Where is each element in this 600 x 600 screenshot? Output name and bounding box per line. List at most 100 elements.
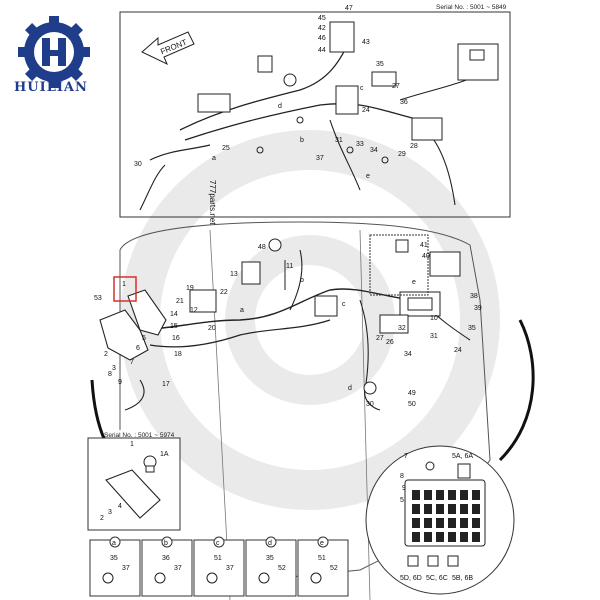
svg-text:46: 46 — [318, 35, 326, 42]
svg-text:37: 37 — [174, 565, 182, 572]
svg-text:5: 5 — [400, 497, 404, 504]
svg-text:30: 30 — [366, 401, 374, 408]
svg-text:34: 34 — [404, 351, 412, 358]
svg-text:13: 13 — [230, 271, 238, 278]
svg-text:51: 51 — [214, 555, 222, 562]
svg-text:c: c — [342, 301, 346, 308]
svg-text:1: 1 — [122, 281, 126, 288]
svg-text:9: 9 — [402, 485, 406, 492]
detail-box-a: a 35 37 — [89, 536, 141, 597]
svg-text:27: 27 — [392, 83, 400, 90]
svg-text:30: 30 — [134, 161, 142, 168]
detail-box-d: d 35 52 — [245, 536, 297, 597]
svg-text:25: 25 — [222, 145, 230, 152]
svg-text:4: 4 — [118, 503, 122, 510]
svg-text:11: 11 — [286, 263, 293, 270]
svg-text:b: b — [300, 137, 304, 144]
svg-text:28: 28 — [410, 143, 418, 150]
svg-text:15: 15 — [170, 323, 178, 330]
svg-text:47: 47 — [345, 5, 353, 12]
fuse-box-inset: 7 8 9 5 5A, 6A 5D, 6D 5C, 6C 5B, 6B — [365, 445, 515, 595]
svg-text:d: d — [278, 103, 282, 110]
svg-text:1A: 1A — [160, 451, 169, 458]
svg-text:e: e — [412, 279, 416, 286]
svg-text:27: 27 — [376, 335, 384, 342]
bulb-inset: 1 1A 2 3 4 — [87, 437, 181, 531]
svg-text:1: 1 — [130, 441, 134, 448]
watermark-text: 777parts.net — [208, 180, 217, 225]
huilian-logo-icon — [18, 16, 90, 88]
svg-text:40: 40 — [422, 253, 430, 260]
svg-text:26: 26 — [386, 339, 394, 346]
svg-text:37: 37 — [122, 565, 130, 572]
svg-text:10: 10 — [430, 315, 438, 322]
svg-text:d: d — [268, 540, 272, 547]
svg-text:8: 8 — [400, 473, 404, 480]
svg-text:a: a — [240, 307, 244, 314]
svg-text:17: 17 — [162, 381, 170, 388]
detail-box-b: b 36 37 — [141, 536, 193, 597]
svg-text:8: 8 — [108, 371, 112, 378]
svg-text:35: 35 — [376, 61, 384, 68]
svg-text:22: 22 — [220, 289, 228, 296]
svg-text:19: 19 — [186, 285, 194, 292]
svg-text:48: 48 — [258, 244, 266, 251]
svg-text:a: a — [212, 155, 216, 162]
watermark-gear-icon — [120, 130, 500, 510]
svg-text:39: 39 — [474, 305, 482, 312]
svg-text:e: e — [366, 173, 370, 180]
svg-text:7: 7 — [404, 453, 408, 460]
svg-text:41: 41 — [420, 242, 428, 249]
svg-text:12: 12 — [190, 307, 198, 314]
svg-text:32: 32 — [398, 325, 406, 332]
svg-text:20: 20 — [208, 325, 216, 332]
inset-serial-number: Serial No. : 5001 ~ 5974 — [104, 432, 175, 439]
svg-text:14: 14 — [170, 311, 178, 318]
svg-text:5B, 6B: 5B, 6B — [452, 575, 473, 582]
svg-text:d: d — [348, 385, 352, 392]
svg-text:5C, 6C: 5C, 6C — [426, 575, 448, 582]
svg-text:3: 3 — [112, 365, 116, 372]
svg-text:16: 16 — [172, 335, 180, 342]
top-serial-number: Serial No. : 5001 ~ 5849 — [436, 4, 507, 11]
svg-text:2: 2 — [100, 515, 104, 522]
svg-text:29: 29 — [398, 151, 406, 158]
svg-text:24: 24 — [362, 107, 370, 114]
svg-text:31: 31 — [335, 137, 343, 144]
brand-name: HUILIAN — [14, 80, 88, 95]
svg-text:b: b — [164, 540, 168, 547]
svg-text:5D, 6D: 5D, 6D — [400, 575, 422, 582]
svg-text:3: 3 — [108, 509, 112, 516]
svg-text:5: 5 — [142, 335, 146, 342]
svg-text:45: 45 — [318, 15, 326, 22]
svg-text:c: c — [216, 540, 220, 547]
top-panel: FRONT 47 43 — [119, 5, 511, 218]
svg-text:9: 9 — [118, 379, 122, 386]
svg-text:e: e — [320, 540, 324, 547]
detail-box-c: c 51 37 — [193, 536, 245, 597]
detail-box-e: e 51 52 — [297, 536, 349, 597]
svg-text:b: b — [300, 277, 304, 284]
svg-text:49: 49 — [408, 390, 416, 397]
svg-text:7: 7 — [130, 359, 134, 366]
svg-text:5A, 6A: 5A, 6A — [452, 453, 473, 460]
svg-text:51: 51 — [318, 555, 326, 562]
svg-text:31: 31 — [430, 333, 438, 340]
svg-text:43: 43 — [362, 39, 370, 46]
svg-text:37: 37 — [316, 155, 324, 162]
svg-text:37: 37 — [226, 565, 234, 572]
detail-boxes: a 35 37 b 36 37 c 51 37 — [89, 536, 349, 597]
svg-text:50: 50 — [408, 401, 416, 408]
highlighted-part-box — [113, 276, 137, 302]
svg-text:34: 34 — [370, 147, 378, 154]
svg-text:33: 33 — [356, 141, 364, 148]
svg-text:2: 2 — [104, 351, 108, 358]
svg-text:44: 44 — [318, 47, 326, 54]
svg-text:53: 53 — [94, 295, 102, 302]
svg-text:36: 36 — [400, 99, 408, 106]
svg-text:35: 35 — [468, 325, 476, 332]
svg-text:21: 21 — [176, 298, 184, 305]
svg-text:42: 42 — [318, 25, 326, 32]
